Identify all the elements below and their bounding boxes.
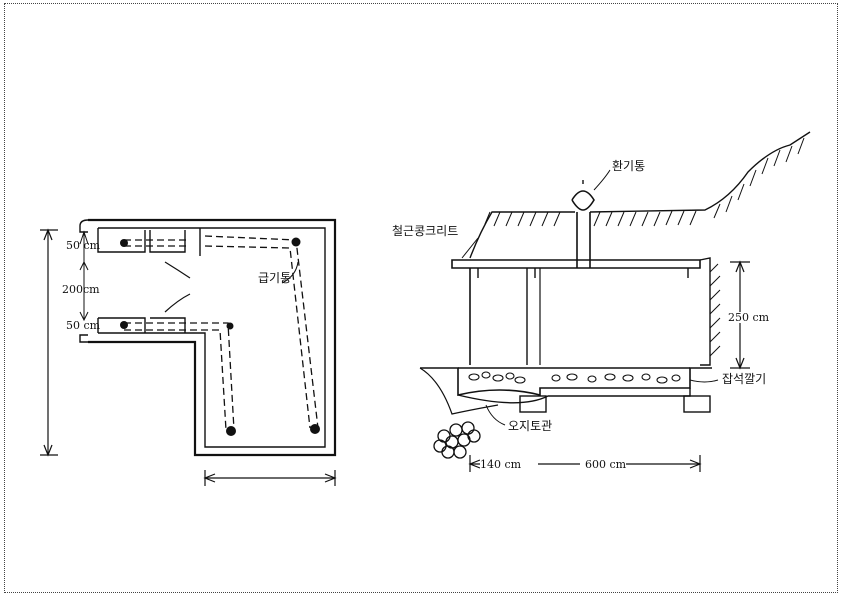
plan-dim-top-label: 50 cm (66, 239, 101, 252)
section-height-label: 250 cm (728, 311, 770, 324)
section-rc-slab-label: 철근콩크리트 (392, 224, 459, 238)
figure-frame (4, 3, 838, 593)
rc-slab (451, 259, 701, 269)
plan-dim-bottom-label: 50 cm (66, 319, 101, 332)
section-width-left-label: 140 cm (480, 458, 522, 471)
plan-dim-mid-label: 200cm (62, 283, 100, 296)
section-vent-pipe-label: 환기통 (612, 159, 646, 173)
plan-inner-wall (98, 227, 326, 448)
plan-view (40, 218, 337, 486)
section-width-right-label: 600 cm (585, 458, 627, 471)
section-view (419, 131, 811, 472)
section-gravel-bed-label: 잡석깔기 (722, 372, 767, 386)
section-clay-pipe-label: 오지토관 (508, 419, 553, 433)
plan-outer-wall (88, 218, 337, 457)
plan-supply-pipe-label: 급기통 (258, 271, 292, 285)
